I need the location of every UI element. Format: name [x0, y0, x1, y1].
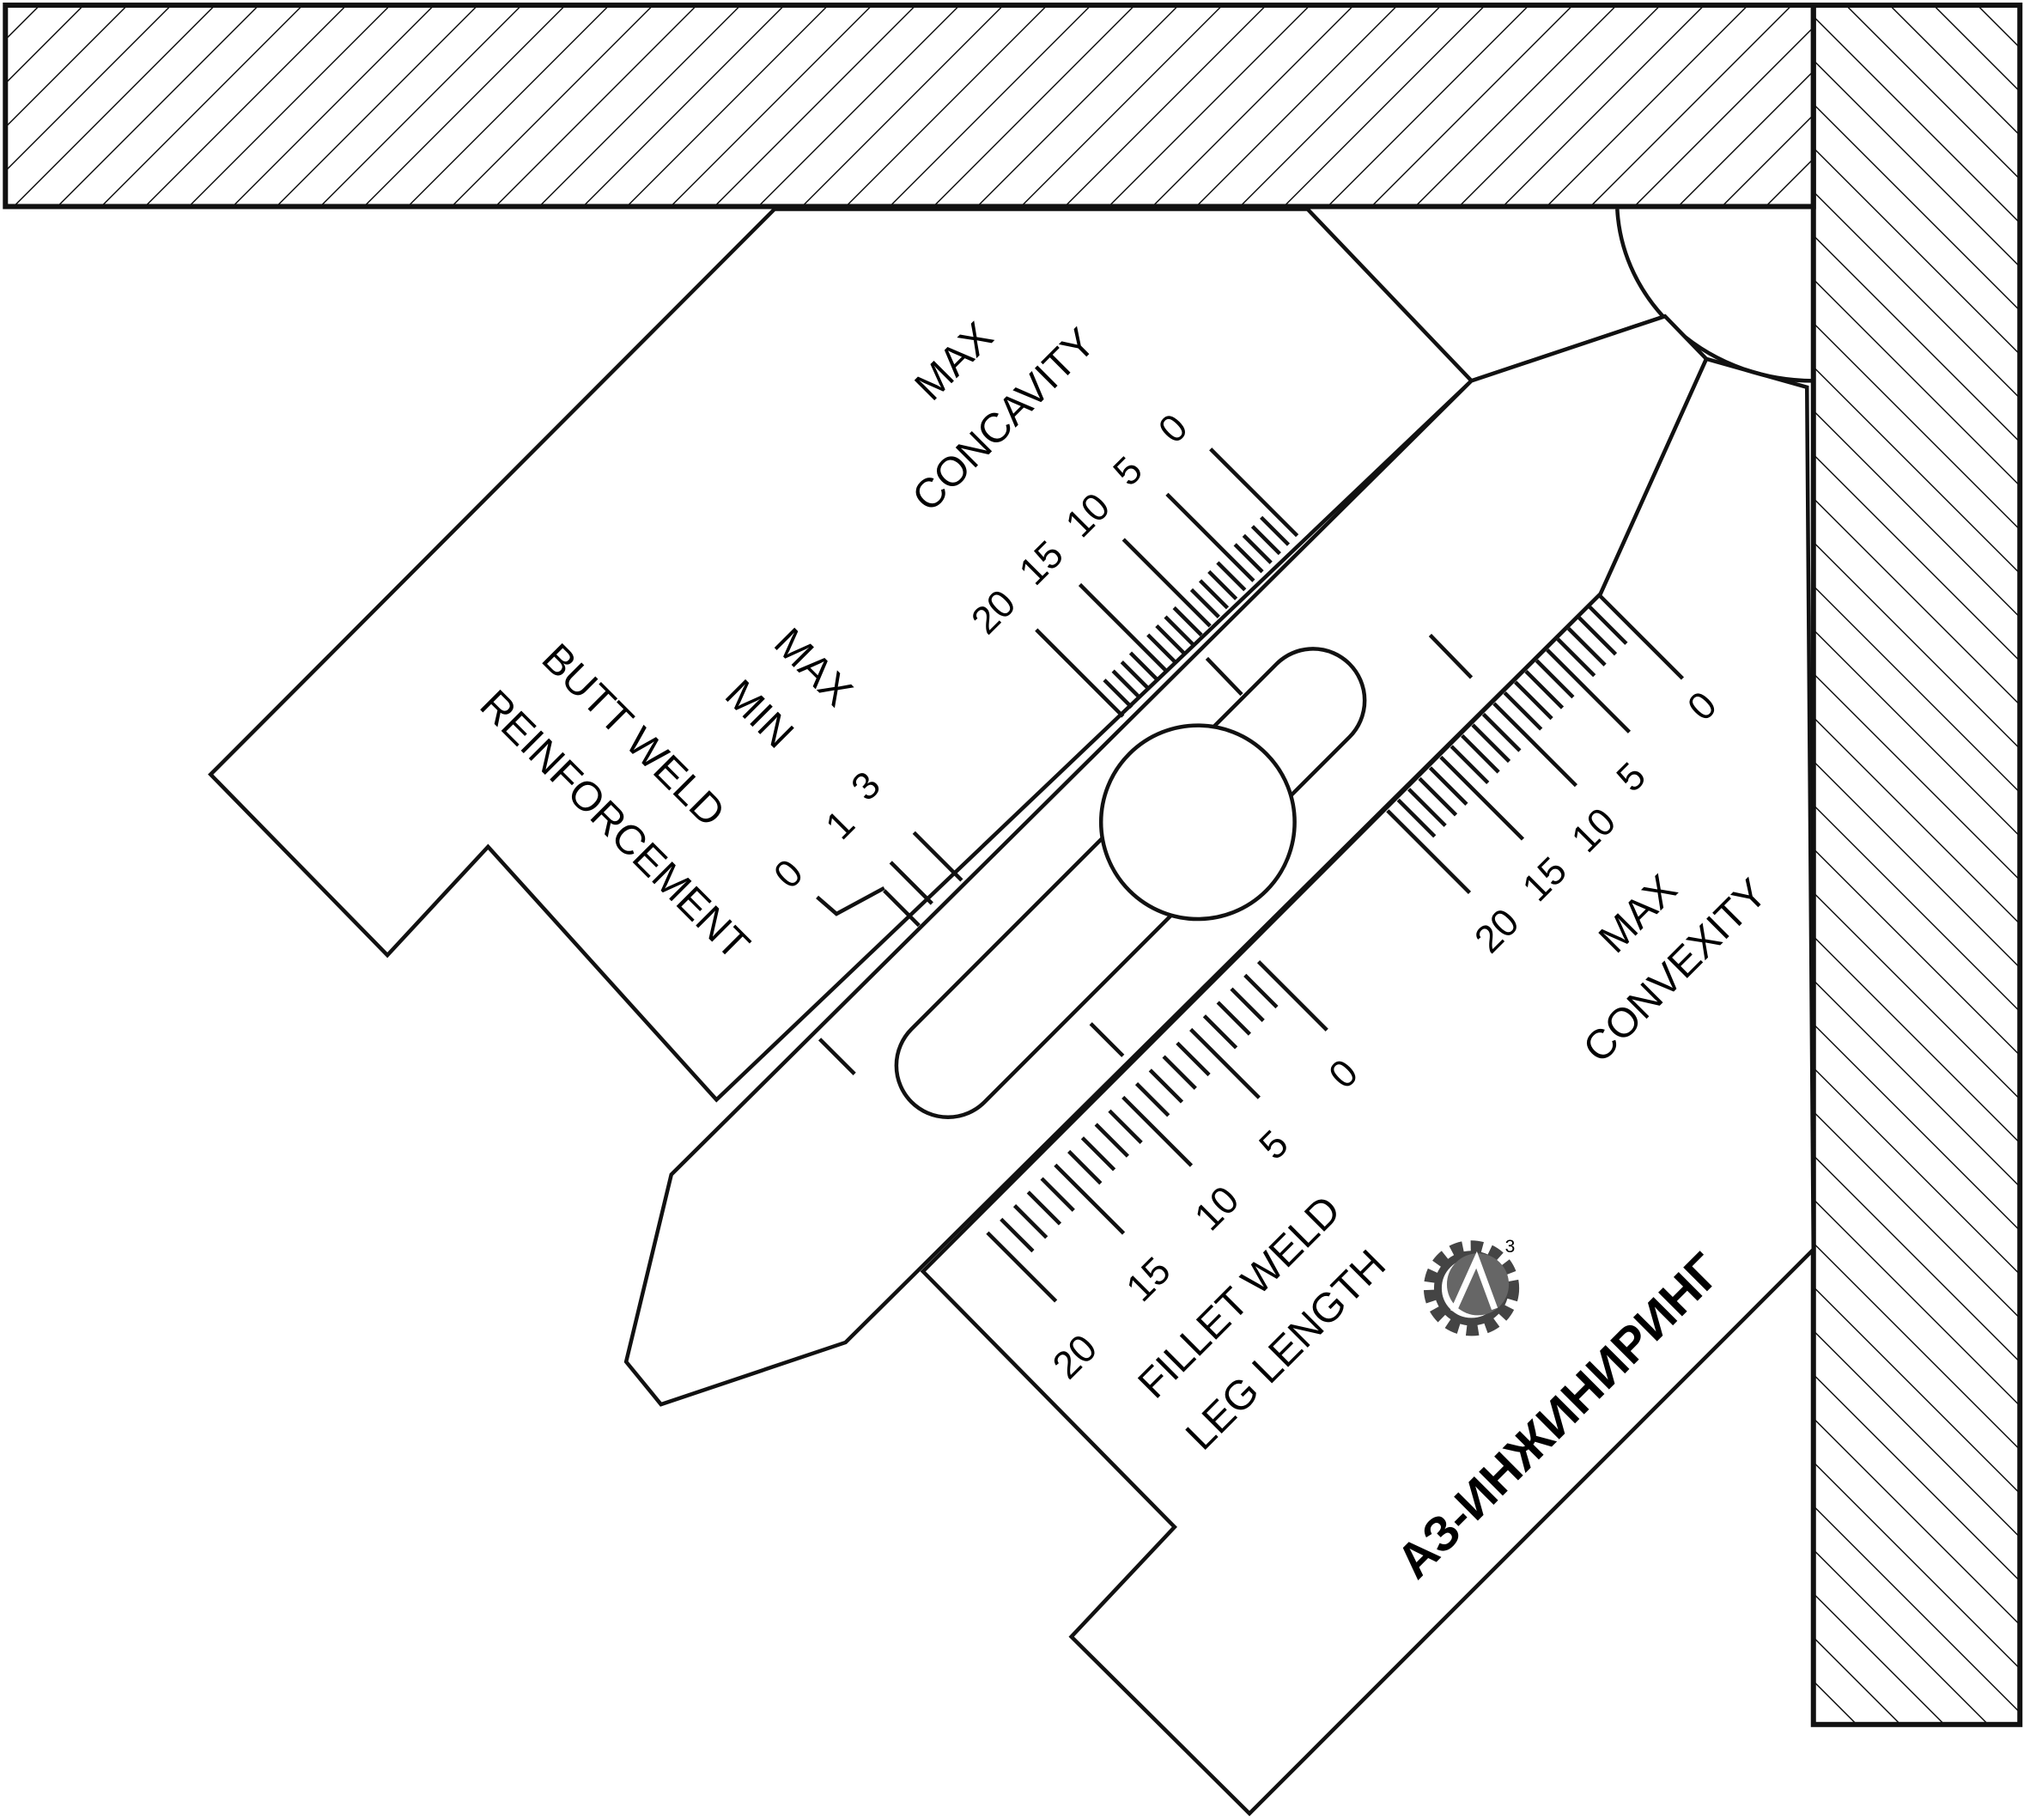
fillet-scale-tick	[1162, 1055, 1197, 1090]
concavity-scale-tick	[1120, 660, 1151, 691]
brand-logo: 3	[1423, 1237, 1520, 1336]
convexity-scale-tick	[1481, 712, 1522, 752]
convexity-scale-tick	[1567, 627, 1607, 667]
fillet-scale-tick	[1000, 1217, 1035, 1253]
concavity-scale-tick	[1233, 543, 1264, 574]
lock-knob[interactable]	[1098, 723, 1297, 922]
fillet-scale-tick	[986, 1231, 1058, 1303]
convexity-scale-tick	[1577, 616, 1618, 656]
convexity-scale-tick	[1396, 798, 1437, 838]
convexity-scale-tick	[1599, 594, 1685, 680]
concavity-scale-tick	[1242, 533, 1273, 564]
convexity-scale-tick	[1588, 606, 1628, 645]
convexity-scale-tick	[1546, 648, 1632, 733]
fillet-scale-tick	[1134, 1082, 1170, 1117]
convexity-scale-tick	[1428, 766, 1468, 806]
fillet-scale-tick	[1176, 1041, 1211, 1077]
fillet-scale-tick	[1054, 1163, 1126, 1235]
fillet-scale-tick	[1080, 1136, 1116, 1172]
concavity-scale-tick	[1172, 606, 1203, 636]
fillet-scale-tick	[1026, 1190, 1062, 1226]
convexity-scale-tick	[1439, 755, 1525, 841]
concavity-scale-tick	[1155, 624, 1186, 655]
concavity-scale-tick	[1146, 633, 1177, 664]
convexity-scale-tick	[1503, 691, 1543, 731]
fillet-scale-tick	[1216, 1001, 1251, 1036]
convexity-scale-tick	[1514, 680, 1553, 721]
concavity-scale-tick	[1128, 651, 1159, 682]
convexity-scale-tick	[1450, 745, 1490, 785]
fillet-scale-tick	[1256, 960, 1328, 1032]
fillet-scale-tick	[1012, 1204, 1048, 1239]
concavity-scale-tick	[1035, 628, 1125, 718]
convexity-scale-tick	[1556, 637, 1596, 678]
side-plate	[1810, 3, 2023, 1727]
concavity-scale-tick	[1165, 492, 1255, 582]
convexity-scale-tick	[1407, 788, 1447, 827]
convexity-scale-tick	[1386, 809, 1472, 895]
concavity-scale-tick	[1111, 669, 1142, 700]
fillet-scale-tick	[1040, 1177, 1075, 1212]
convexity-scale-tick	[1492, 702, 1578, 788]
concavity-scale-tick	[1198, 579, 1230, 610]
fillet-scale-tick	[1067, 1149, 1103, 1185]
concavity-scale-tick	[1216, 561, 1247, 592]
fillet-scale-tick	[1230, 987, 1265, 1022]
convexity-scale-tick	[1461, 733, 1500, 774]
concavity-scale-tick	[1164, 615, 1194, 646]
fillet-scale-tick	[1148, 1068, 1184, 1104]
fillet-scale-tick	[1202, 1014, 1238, 1050]
slider-slot	[894, 647, 1367, 1119]
fillet-scale-tick	[1094, 1123, 1129, 1158]
concavity-scale-tick	[1209, 447, 1299, 538]
concavity-scale-tick	[1250, 525, 1281, 556]
fillet-scale-tick	[1243, 973, 1279, 1009]
fillet-scale-tick	[1108, 1109, 1143, 1144]
fillet-scale-tick	[1121, 1095, 1194, 1167]
top-plate	[3, 3, 1816, 210]
concavity-scale-tick	[1207, 569, 1238, 600]
concavity-scale-tick	[1121, 538, 1212, 628]
fillet-scale-tick	[1189, 1027, 1261, 1099]
concavity-scale-tick	[1103, 679, 1134, 709]
concavity-scale-tick	[1078, 582, 1169, 673]
convexity-scale-tick	[1524, 670, 1565, 709]
gauge-body-upper	[208, 207, 1474, 1103]
concavity-scale-tick	[1189, 587, 1220, 618]
convexity-scale-tick	[1535, 659, 1575, 699]
reference-lines	[816, 633, 1474, 1075]
convexity-scale-tick	[1418, 776, 1458, 817]
svg-text:3: 3	[1505, 1237, 1516, 1257]
concavity-scale-tick	[1260, 515, 1291, 546]
convexity-scale-tick	[1471, 723, 1511, 764]
